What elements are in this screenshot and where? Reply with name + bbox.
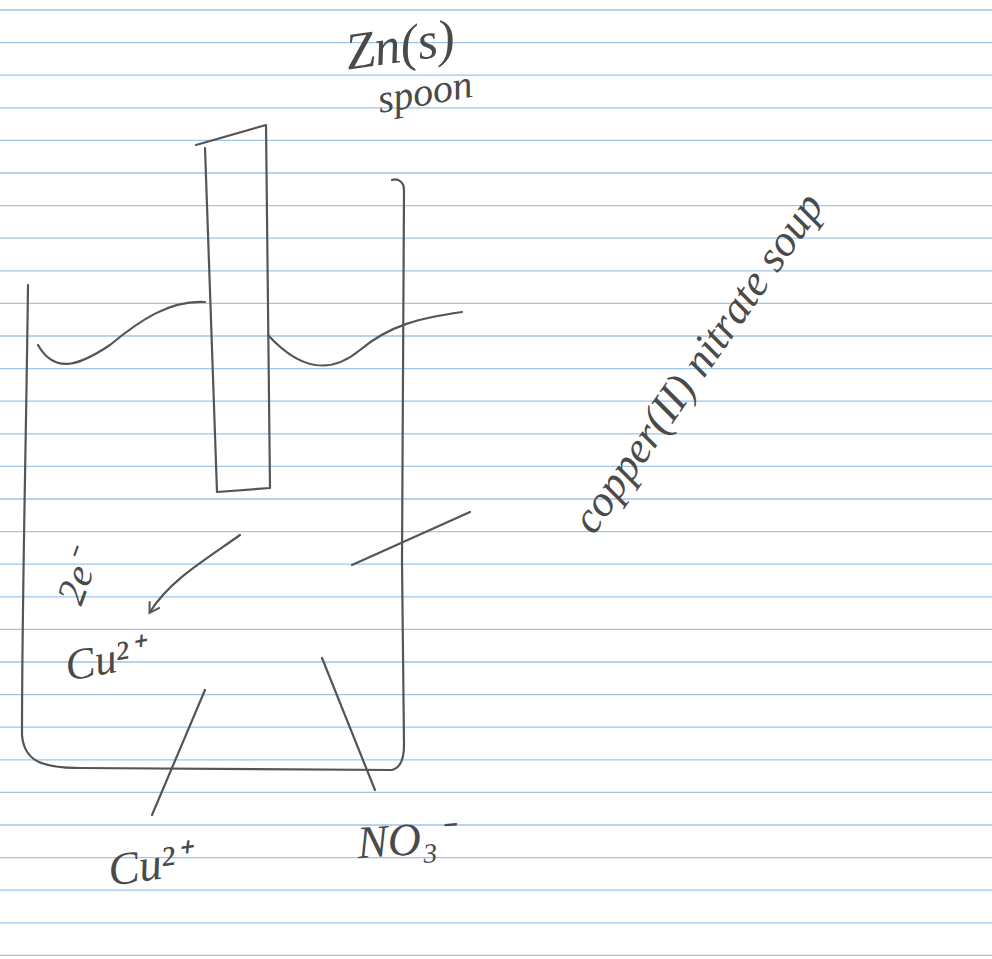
ruled-line — [0, 466, 992, 467]
ruled-line — [0, 75, 992, 76]
ruled-line — [0, 596, 992, 597]
ruled-line — [0, 433, 992, 434]
ion-label: Cu²⁺ — [62, 629, 149, 690]
ruled-line — [0, 564, 992, 565]
ruled-line — [0, 9, 992, 10]
ruled-line — [0, 238, 992, 239]
ruled-line — [0, 401, 992, 402]
ruled-line — [0, 727, 992, 728]
ruled-line — [0, 759, 992, 760]
solution-label: copper(II) nitrate soup — [563, 178, 838, 542]
ruled-line — [0, 955, 992, 956]
ruled-line — [0, 303, 992, 304]
ruled-line — [0, 792, 992, 793]
ruled-line — [0, 498, 992, 499]
ruled-lines — [0, 10, 992, 955]
ruled-line — [0, 270, 992, 271]
leader-line — [152, 690, 205, 815]
ruled-line — [0, 107, 992, 108]
liquid-surface — [268, 312, 462, 366]
ruled-line — [0, 629, 992, 630]
leader-line — [352, 512, 470, 565]
ruled-line — [0, 172, 992, 173]
ruled-line — [0, 205, 992, 206]
leader-line — [322, 658, 375, 790]
electron-arrow — [150, 535, 240, 612]
ruled-line — [0, 335, 992, 336]
ruled-line — [0, 42, 992, 43]
liquid-surface — [38, 302, 205, 364]
ruled-line — [0, 824, 992, 825]
ruled-line — [0, 661, 992, 662]
ion-label: Cu²⁺ — [105, 834, 195, 896]
ruled-line — [0, 531, 992, 532]
electron-label: 2e⁻ — [48, 546, 107, 610]
beaker-outline — [22, 179, 404, 770]
ruled-line — [0, 694, 992, 695]
zinc-spoon — [196, 125, 270, 492]
ruled-line — [0, 368, 992, 369]
ion-label: NO₃⁻ — [355, 811, 454, 868]
ruled-line — [0, 922, 992, 923]
ruled-line — [0, 140, 992, 141]
